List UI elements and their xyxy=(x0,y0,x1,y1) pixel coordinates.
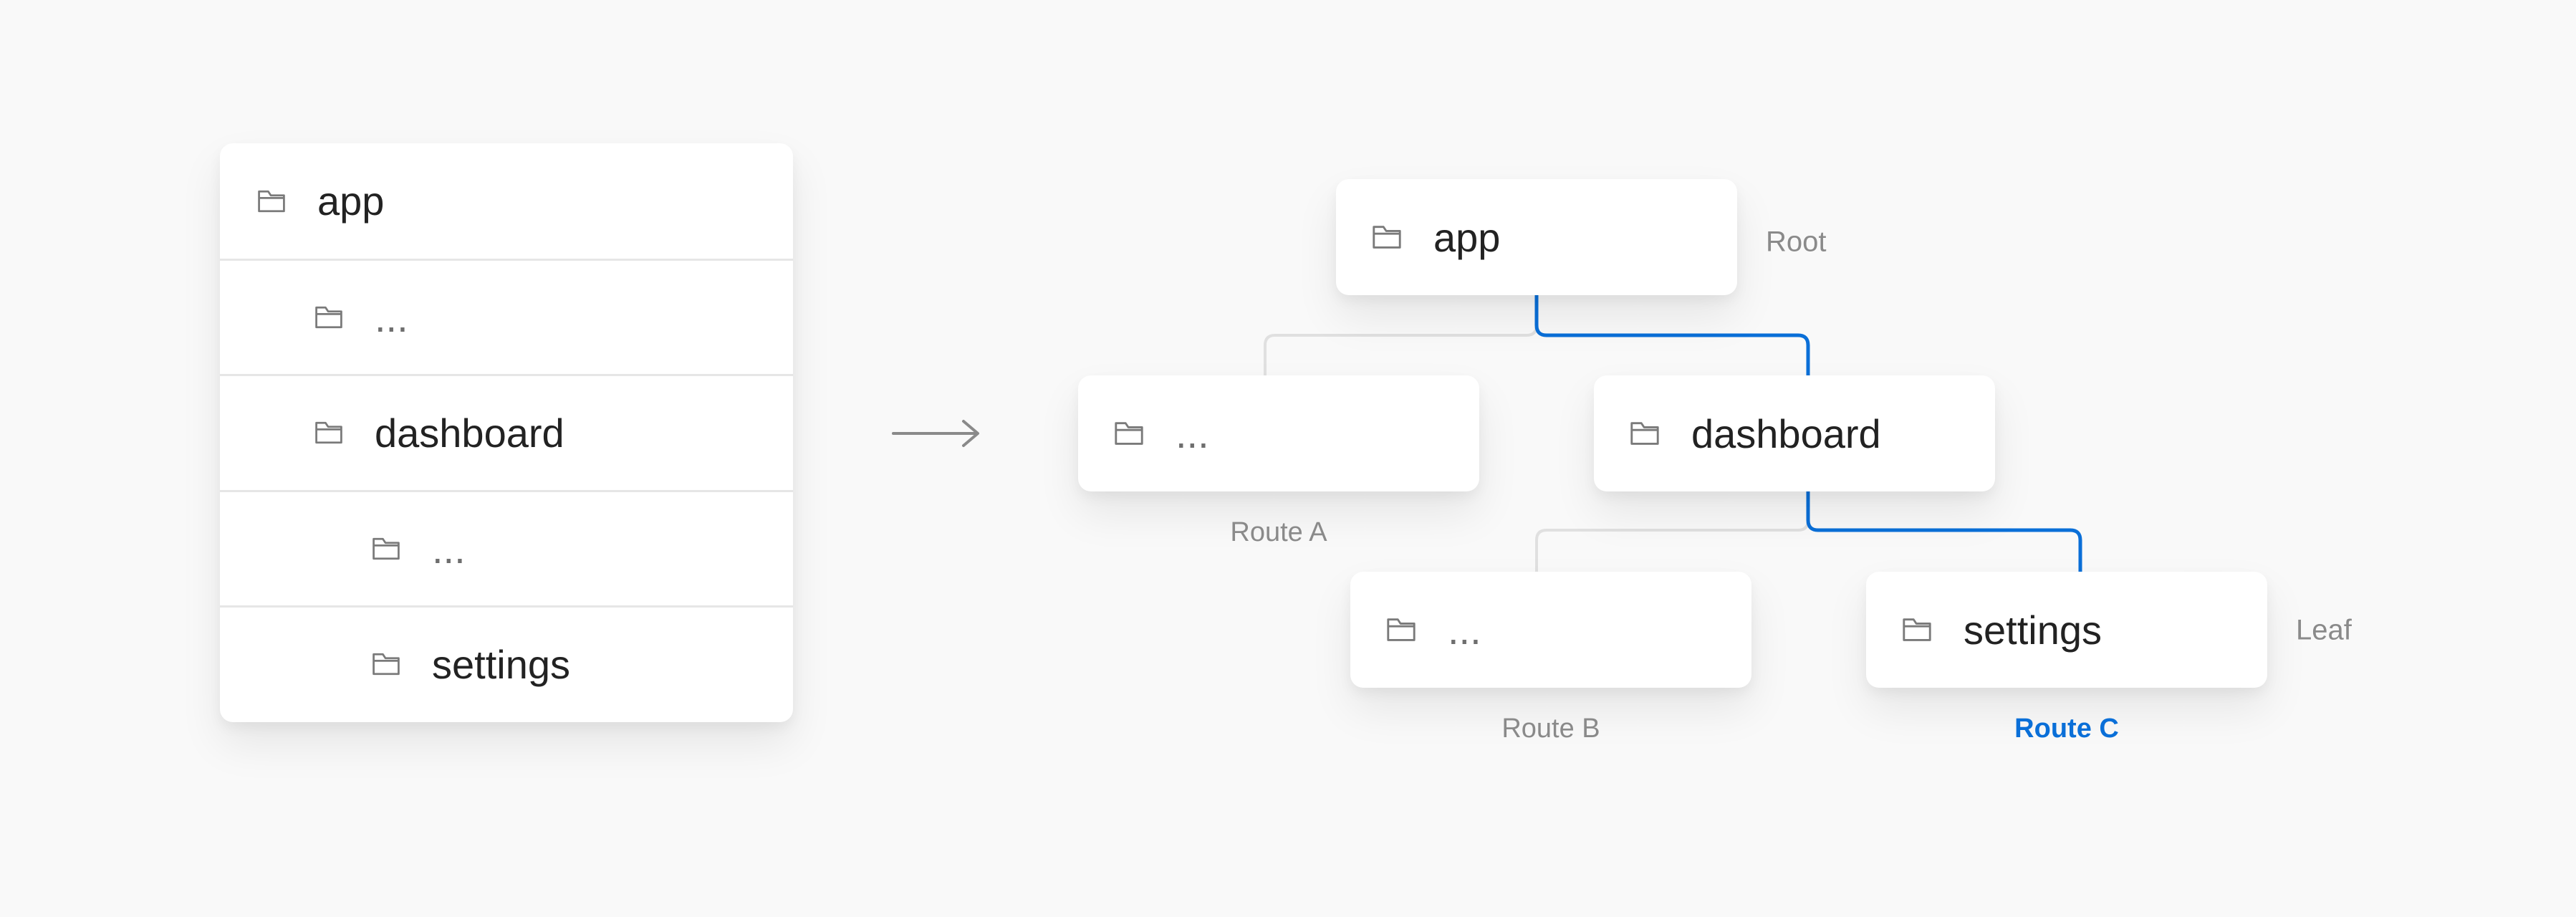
tree-item-ellipsis[interactable]: ... xyxy=(220,259,793,374)
root-label: Root xyxy=(1766,226,1827,258)
node-settings[interactable]: settings xyxy=(1866,572,2267,688)
node-label: dashboard xyxy=(1691,411,1881,456)
tree-item-label: ... xyxy=(432,526,466,572)
route-c-caption: Route C xyxy=(2014,714,2119,744)
node-label: app xyxy=(1433,214,1501,260)
node-route-a[interactable]: ... xyxy=(1078,375,1479,491)
connector-dashboard-route-b xyxy=(1535,490,1810,572)
node-label: ... xyxy=(1448,607,1481,653)
route-b-caption: Route B xyxy=(1501,714,1600,744)
file-tree-panel: app ... dashboard ... settings xyxy=(220,143,793,722)
connector-dashboard-settings xyxy=(1806,490,2082,572)
leaf-label: Leaf xyxy=(2296,614,2352,646)
folder-icon xyxy=(315,306,342,329)
folder-icon xyxy=(1903,618,1931,641)
folder-icon xyxy=(1373,226,1401,249)
tree-item-ellipsis[interactable]: ... xyxy=(220,490,793,605)
tree-item-label: ... xyxy=(375,294,408,340)
node-app[interactable]: app xyxy=(1336,179,1737,295)
folder-icon xyxy=(315,421,342,444)
folder-icon xyxy=(373,537,400,560)
folder-icon xyxy=(1115,422,1143,445)
tree-item-dashboard[interactable]: dashboard xyxy=(220,374,793,489)
folder-icon xyxy=(1387,618,1416,641)
node-dashboard[interactable]: dashboard xyxy=(1594,375,1995,491)
route-a-caption: Route A xyxy=(1230,517,1327,547)
arrow-right-icon xyxy=(892,420,979,447)
folder-icon xyxy=(1630,422,1659,445)
folder-icon xyxy=(258,190,285,212)
tree-item-label: settings xyxy=(432,641,570,687)
folder-icon xyxy=(373,653,400,676)
node-label: settings xyxy=(1964,607,2102,653)
node-label: ... xyxy=(1176,411,1209,456)
tree-item-app[interactable]: app xyxy=(220,143,793,259)
connector-app-route-a xyxy=(1264,295,1538,375)
tree-item-label: dashboard xyxy=(375,410,564,456)
tree-item-settings[interactable]: settings xyxy=(220,605,793,721)
node-route-b[interactable]: ... xyxy=(1350,572,1751,688)
connector-app-dashboard xyxy=(1534,295,1810,375)
tree-item-label: app xyxy=(317,178,385,224)
